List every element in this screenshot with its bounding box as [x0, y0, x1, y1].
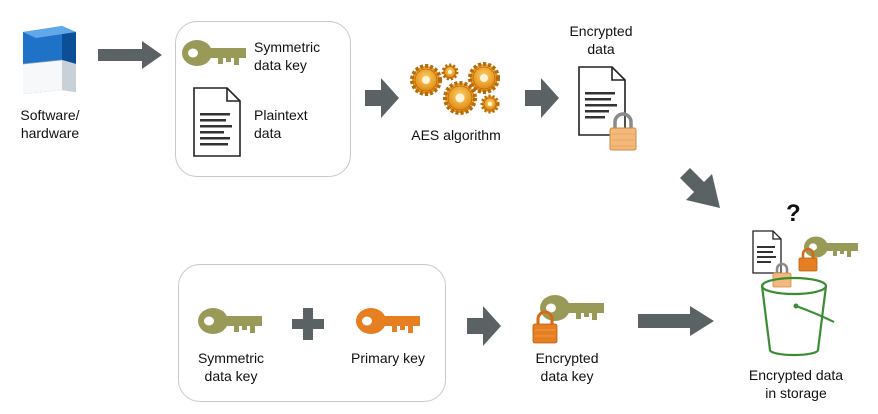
- key-icon: [356, 305, 422, 337]
- encrypted-key-label-line1: Encrypted: [535, 350, 599, 366]
- arrow-icon: [678, 166, 722, 210]
- encrypted-data-label-line2: data: [587, 41, 615, 57]
- storage-label: Encrypted data in storage: [734, 366, 858, 402]
- key-icon: [182, 37, 248, 69]
- plaintext-label: Plaintext data: [254, 106, 308, 142]
- software-label-line1: Software/: [20, 107, 80, 123]
- plaintext-label-line2: data: [254, 125, 282, 141]
- document-icon: [752, 230, 782, 274]
- software-label-line2: hardware: [20, 125, 80, 141]
- storage-label-line2: in storage: [765, 385, 827, 401]
- document-icon: [193, 87, 241, 157]
- lock-icon: [608, 112, 638, 152]
- bottom-symmetric-label-line2: data key: [204, 368, 258, 384]
- document-icon: [578, 66, 626, 136]
- encrypted-key-label-line2: data key: [540, 368, 594, 384]
- arrow-icon: [365, 78, 399, 118]
- lock-icon: [798, 247, 818, 272]
- key-icon: [540, 292, 606, 324]
- symmetric-label-line2: data key: [254, 57, 307, 73]
- primary-key-label: Primary key: [351, 350, 425, 366]
- arrow-icon: [98, 41, 162, 69]
- symmetric-key-label: Symmetric data key: [254, 38, 320, 74]
- software-label: Software/ hardware: [6, 106, 94, 142]
- arrow-icon: [638, 306, 714, 336]
- bottom-symmetric-label-line1: Symmetric: [197, 350, 265, 366]
- encrypted-data-label: Encrypted data: [558, 22, 644, 58]
- symmetric-label-line1: Symmetric: [254, 39, 321, 55]
- question-mark: ?: [786, 200, 801, 227]
- bottom-symmetric-key-label: Symmetric data key: [188, 349, 274, 385]
- bucket-icon: [758, 276, 838, 357]
- encrypted-data-key-label: Encrypted data key: [522, 349, 612, 385]
- aes-label: AES algorithm: [411, 127, 501, 143]
- software-box-icon: [18, 24, 80, 96]
- encrypted-data-label-line1: Encrypted: [569, 23, 633, 39]
- arrow-icon: [467, 306, 501, 346]
- lock-icon: [532, 310, 558, 344]
- storage-label-line1: Encrypted data: [748, 367, 844, 383]
- key-icon: [198, 305, 264, 337]
- lock-icon: [772, 262, 792, 288]
- gears-icon: [408, 60, 504, 120]
- plaintext-label-line1: Plaintext: [254, 107, 308, 123]
- arrow-icon: [525, 78, 559, 118]
- plus-icon: [292, 308, 324, 340]
